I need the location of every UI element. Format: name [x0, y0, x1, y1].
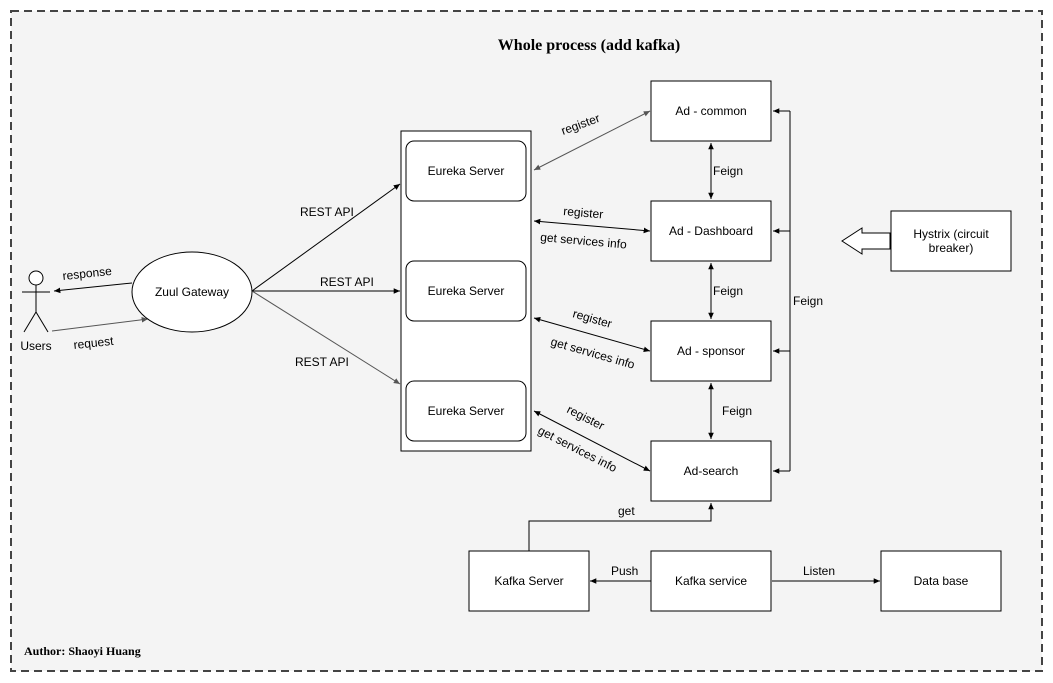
feign-label-3: Feign [722, 404, 752, 418]
register-label-dashboard: register [563, 204, 604, 221]
eureka-server-label-1: Eureka Server [428, 164, 505, 178]
kafka-service-label: Kafka service [675, 574, 747, 588]
eureka-server-node-2 [405, 260, 527, 322]
rest-api-arrow-top [251, 183, 401, 292]
rest-api-label-middle: REST API [320, 275, 374, 289]
users-actor-icon [22, 270, 50, 333]
response-label: response [62, 264, 113, 283]
ad-common-node [650, 80, 772, 142]
push-label: Push [611, 564, 638, 578]
kafka-server-node [468, 550, 590, 612]
rest-api-label-top: REST API [300, 205, 354, 219]
feign-label-1: Feign [713, 164, 743, 178]
ad-dashboard-node [650, 200, 772, 262]
request-arrow [51, 317, 149, 332]
kafka-server-label: Kafka Server [494, 574, 563, 588]
ad-search-label: Ad-search [684, 464, 739, 478]
kafka-get-arrow [528, 503, 714, 551]
request-label: request [73, 334, 115, 352]
hystrix-node [890, 210, 1012, 272]
listen-label: Listen [803, 564, 835, 578]
eureka-server-node-3 [405, 380, 527, 442]
hystrix-label-line-2: breaker) [929, 241, 974, 255]
author-label: Author: Shaoyi Huang [24, 644, 141, 658]
hystrix-label-line-1: Hystrix (circuit [913, 227, 989, 241]
ad-search-node [650, 440, 772, 502]
eureka-server-node-1 [405, 140, 527, 202]
ad-sponsor-label: Ad - sponsor [677, 344, 745, 358]
hystrix-arrow-icon [841, 227, 891, 255]
feign-bus-label: Feign [793, 294, 823, 308]
register-arrow-sponsor [533, 317, 651, 352]
register-arrow-common [533, 110, 651, 171]
eureka-server-label-3: Eureka Server [428, 404, 505, 418]
rest-api-arrow-bottom [251, 290, 401, 385]
get-label: get [618, 504, 635, 518]
eureka-server-label-2: Eureka Server [428, 284, 505, 298]
register-arrow-dashboard [533, 218, 651, 234]
feign-label-2: Feign [713, 284, 743, 298]
diagram-title: Whole process (add kafka) [498, 37, 680, 54]
ad-dashboard-label: Ad - Dashboard [669, 224, 753, 238]
register-arrow-search [533, 410, 651, 472]
zuul-gateway-label: Zuul Gateway [155, 285, 229, 299]
zuul-gateway-node [131, 251, 253, 333]
users-label: Users [20, 339, 51, 353]
ad-sponsor-node [650, 320, 772, 382]
rest-api-label-bottom: REST API [295, 355, 349, 369]
response-arrow [53, 282, 133, 294]
ad-common-label: Ad - common [675, 104, 746, 118]
data-base-node [880, 550, 1002, 612]
kafka-service-node [650, 550, 772, 612]
data-base-label: Data base [914, 574, 969, 588]
